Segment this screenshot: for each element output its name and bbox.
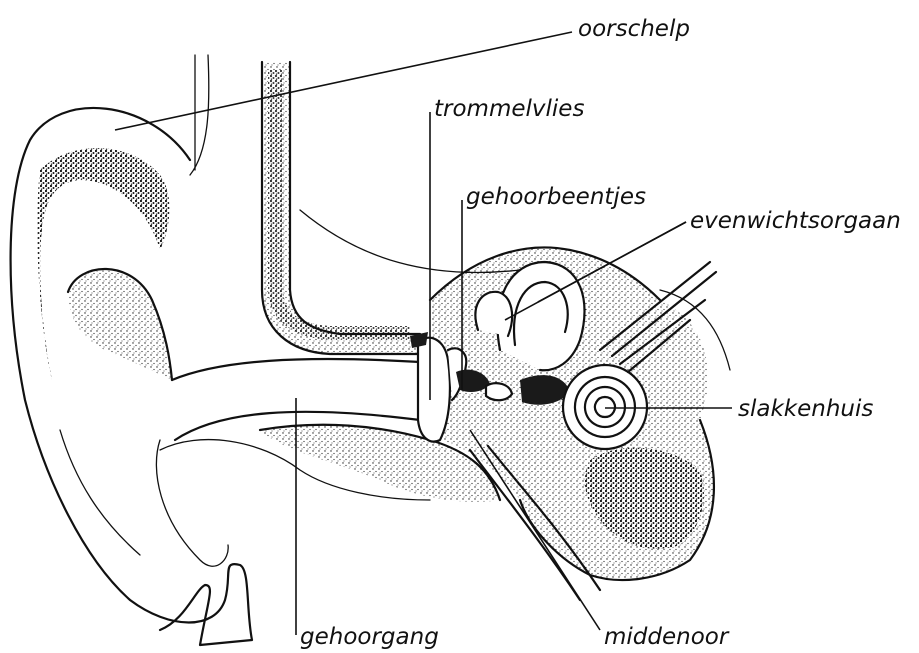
- label-gehoorbeentjes: gehoorbeentjes: [466, 184, 646, 210]
- middle-inner-ear-drawing: [300, 210, 730, 600]
- eardrum-shape: [418, 338, 450, 442]
- canal-lumen-top: [172, 359, 420, 380]
- label-gehoorgang: gehoorgang: [300, 624, 439, 650]
- semicircular-canal-small: [475, 292, 512, 336]
- pinna-drawing: [11, 55, 252, 645]
- head-contour-2: [190, 55, 209, 175]
- label-oorschelp: oorschelp: [578, 16, 690, 42]
- label-evenwichtsorgaan: evenwichtsorgaan: [690, 208, 901, 234]
- label-trommelvlies: trommelvlies: [434, 96, 584, 122]
- canal-upper-outline-b: [290, 62, 420, 334]
- label-slakkenhuis: slakkenhuis: [738, 396, 873, 422]
- label-middenoor: middenoor: [604, 624, 730, 650]
- ossicle-stapes: [486, 383, 512, 400]
